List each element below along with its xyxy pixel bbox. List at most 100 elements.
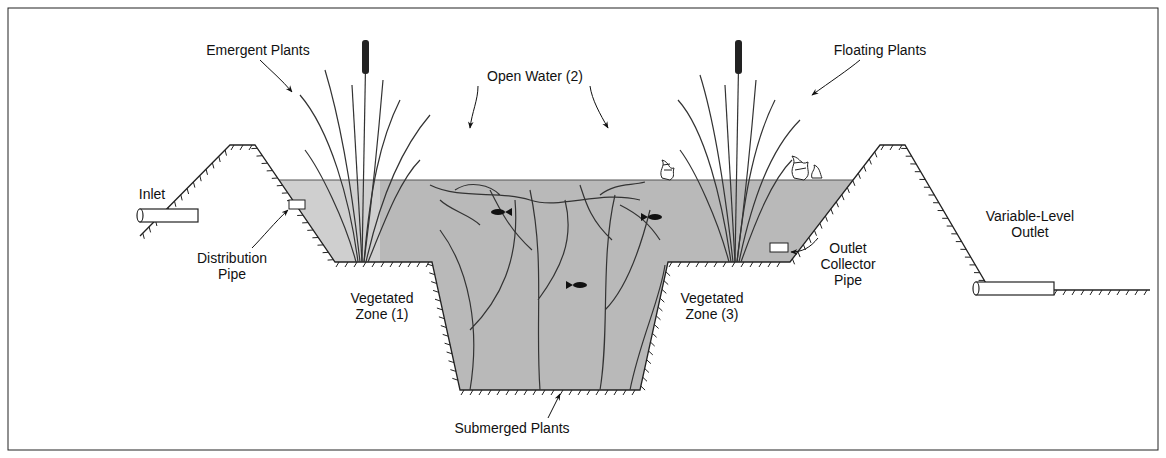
water-body [279, 180, 853, 390]
hatch-stroke [596, 390, 599, 395]
hatch-stroke [1090, 290, 1093, 295]
hatch-stroke [1108, 290, 1111, 295]
hatch-stroke [947, 226, 953, 227]
hatch-stroke [200, 176, 201, 182]
hatch-stroke [924, 187, 930, 188]
hatch-stroke [623, 390, 626, 395]
hatch-stroke [450, 370, 456, 372]
hatch-stroke [372, 262, 375, 267]
hatch-stroke [641, 386, 645, 390]
pipe-label: Distribution Pipe [182, 250, 282, 282]
hatch-stroke [732, 262, 735, 267]
drawing-part [641, 213, 648, 221]
hatch-stroke [587, 390, 590, 395]
hatch-stroke [297, 215, 303, 216]
drawing-part [352, 85, 362, 262]
hatch-stroke [1135, 290, 1138, 295]
zone-label: Vegetated Zone (1) [342, 290, 422, 322]
hatch-stroke [705, 262, 708, 267]
drawing-part [573, 282, 587, 288]
drawing-part [491, 209, 505, 215]
hatch-stroke [417, 262, 420, 267]
hatch-stroke [906, 156, 912, 157]
drawing-part [680, 150, 729, 262]
hatch-stroke [251, 148, 257, 149]
drawing-part [580, 185, 650, 390]
hatch-stroke [506, 390, 509, 395]
drawing-part [976, 282, 1054, 295]
hatch-stroke [847, 188, 849, 193]
hatch-stroke [323, 252, 329, 253]
hatch-stroke [381, 262, 384, 267]
drawing-part [739, 120, 800, 262]
hatch-stroke [649, 351, 653, 355]
pipe-label: Outlet Collector Pipe [808, 240, 888, 288]
hatch-stroke [942, 218, 948, 219]
emergent-plants-right [678, 40, 800, 262]
hatch-stroke [447, 352, 453, 354]
hatch-stroke [979, 280, 985, 281]
hatch-stroke [277, 185, 283, 186]
hatch-stroke [662, 289, 666, 293]
drawing-part [440, 200, 516, 390]
hatch-stroke [645, 369, 649, 373]
drawing-part [794, 162, 806, 170]
hatch-stroke [919, 179, 925, 180]
drawing-part [661, 160, 674, 180]
hatch-stroke [858, 173, 860, 179]
distribution-pipe [289, 200, 305, 209]
hatch-stroke [272, 178, 278, 179]
leader-floating [812, 60, 860, 95]
hatch-stroke [666, 272, 670, 276]
hatch-stroke [479, 390, 482, 395]
hatch-stroke [938, 210, 944, 211]
hatch-stroke [257, 155, 263, 156]
hatch-stroke [452, 378, 458, 380]
hatch-stroke [669, 262, 672, 267]
drawing-part [325, 70, 360, 262]
hatch-stroke [798, 252, 800, 257]
leader-submerged [548, 394, 560, 418]
hatch-stroke [825, 216, 827, 222]
hatch-stroke [741, 262, 744, 267]
leader-open-water [470, 86, 478, 128]
hatch-stroke [643, 377, 647, 381]
hatch-stroke [951, 233, 957, 234]
hatch-stroke [759, 262, 762, 267]
hatch-stroke [696, 262, 699, 267]
hatch-stroke [435, 299, 441, 301]
inlet-pipe [137, 209, 198, 222]
floating-plants [661, 156, 822, 180]
hatch-stroke [282, 192, 288, 193]
hatch-stroke [956, 241, 962, 242]
hatch-stroke [302, 222, 308, 223]
hatch-stroke [175, 201, 176, 207]
hatch-stroke [249, 145, 252, 150]
hatch-stroke [652, 333, 656, 337]
drawing-part [770, 243, 788, 252]
hatch-stroke [881, 145, 884, 150]
hatch-stroke [318, 244, 324, 245]
hatch-stroke [427, 264, 433, 266]
emergent-plants-left [300, 40, 430, 262]
hatch-stroke [929, 195, 935, 196]
hatch-stroke [470, 390, 473, 395]
hatch-stroke [542, 390, 545, 395]
drawing-part [366, 115, 430, 262]
hatch-stroke [187, 188, 189, 194]
hatch-stroke [651, 342, 655, 346]
ground-hatching [143, 145, 1147, 395]
drawing-part [737, 80, 756, 262]
hatch-stroke [614, 390, 617, 395]
hatch-stroke [836, 202, 838, 207]
hatch-stroke [678, 262, 681, 267]
pipe-label: Inlet [122, 186, 182, 202]
pipe-label: Variable-Level Outlet [980, 208, 1080, 240]
leader-arrows [252, 60, 860, 418]
drawing-part [630, 265, 665, 390]
leader-distribution [252, 210, 288, 248]
hatch-stroke [533, 390, 536, 395]
hatch-stroke [1117, 290, 1120, 295]
plant-label: Floating Plants [815, 42, 945, 58]
